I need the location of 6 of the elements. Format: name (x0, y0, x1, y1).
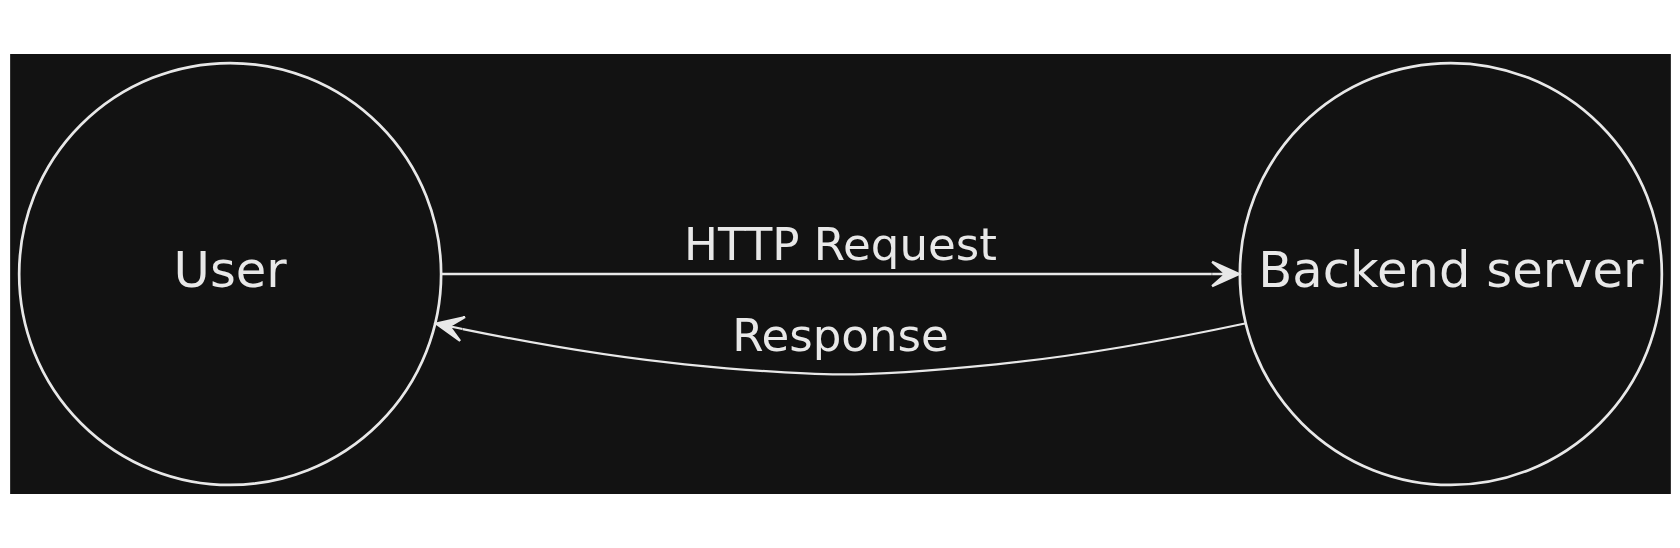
arrow (434, 315, 1245, 376)
node-circle: Backend server (1238, 61, 1663, 487)
edge-label: HTTP Request (683, 218, 997, 272)
arrow (441, 260, 1240, 288)
node-circle: User (17, 61, 442, 487)
edge-label: Response (731, 308, 949, 362)
